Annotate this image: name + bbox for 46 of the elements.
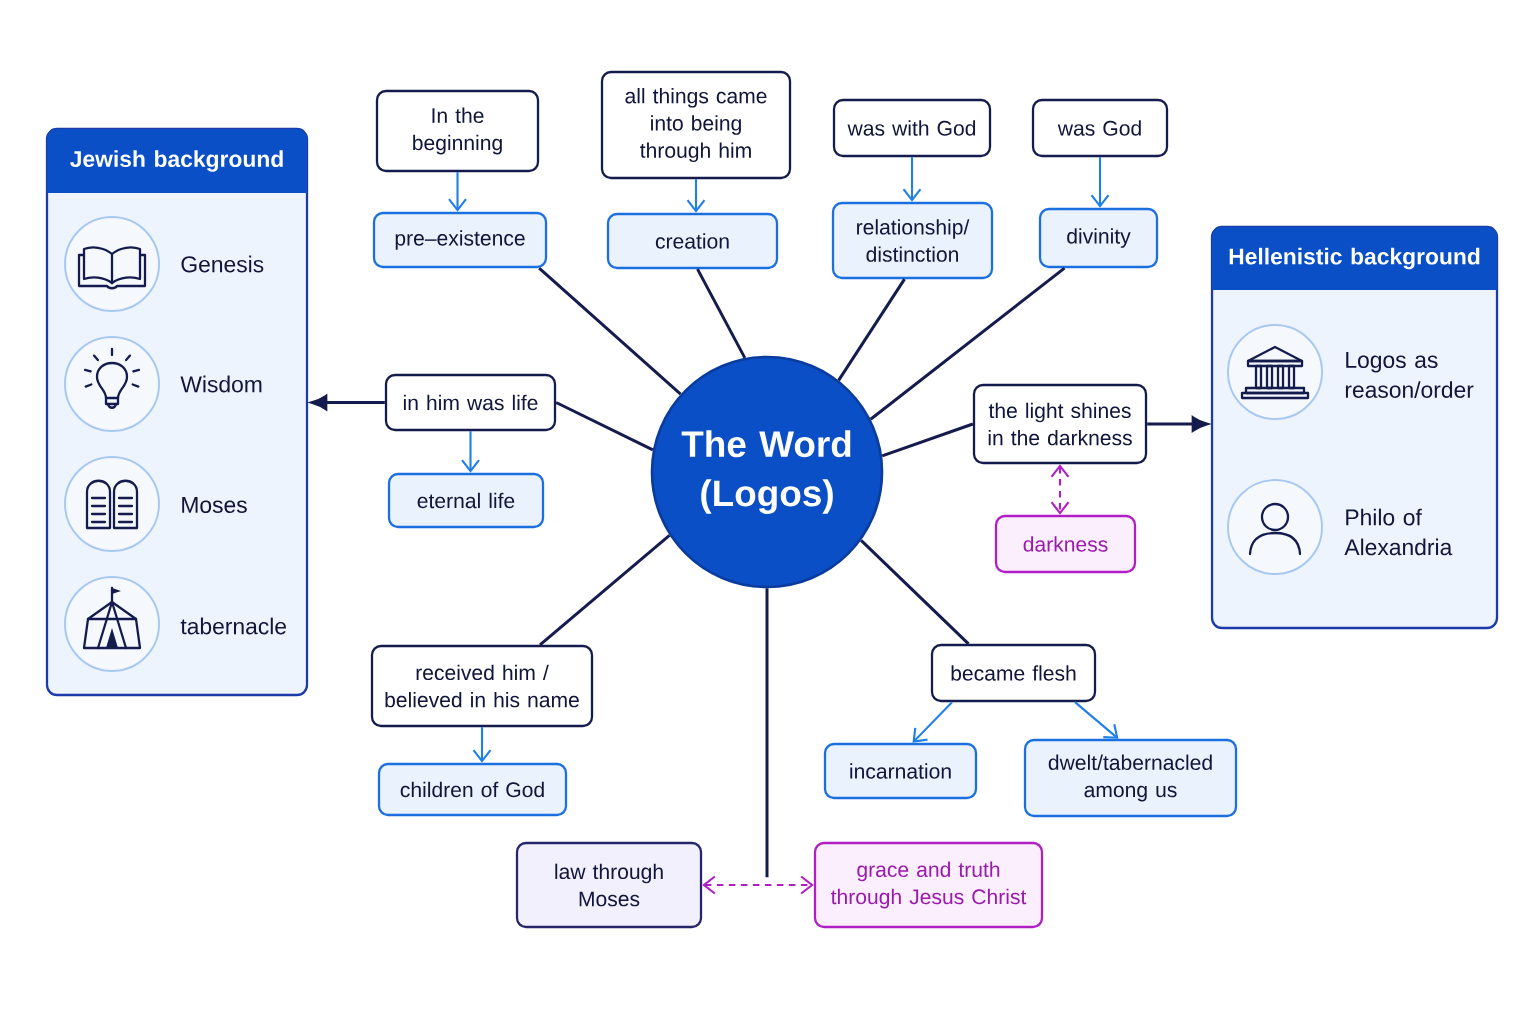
arrow bbox=[461, 431, 480, 473]
phrase-box: was with God bbox=[832, 98, 992, 158]
arrow bbox=[912, 701, 953, 743]
concept-box: dwelt/tabernacled among us bbox=[1023, 738, 1238, 818]
phrase-box: In the beginning bbox=[375, 89, 540, 173]
phrase-box: received him / believed in his name bbox=[370, 644, 594, 728]
connector-line bbox=[538, 267, 682, 396]
concept-box: children of God bbox=[377, 762, 568, 817]
topic-label: Moses bbox=[182, 497, 247, 513]
connector-line bbox=[765, 588, 769, 878]
arrow bbox=[686, 179, 706, 213]
concept-box: eternal life bbox=[387, 472, 545, 529]
connector-line bbox=[860, 539, 970, 645]
topic-label: Logos as reason/order bbox=[1345, 352, 1474, 398]
contrast-box: grace and truth through Jesus Christ bbox=[813, 841, 1044, 929]
panel-heading: Hellenistic background bbox=[1212, 227, 1497, 290]
arrow bbox=[472, 727, 492, 763]
arrow bbox=[1074, 701, 1119, 739]
connector-line bbox=[837, 278, 906, 382]
double-arrow bbox=[702, 875, 814, 895]
connector-line bbox=[555, 401, 654, 452]
concept-box: divinity bbox=[1038, 207, 1159, 269]
phrase-box: was God bbox=[1031, 98, 1169, 158]
connector-line bbox=[881, 422, 974, 458]
topic-label: Philo of Alexandria bbox=[1344, 508, 1453, 556]
topic-label: Wisdom bbox=[180, 375, 262, 393]
double-arrow bbox=[1050, 464, 1070, 515]
topic-label: Genesis bbox=[181, 255, 264, 273]
contrast-box: law through Moses bbox=[515, 841, 703, 929]
connector-line bbox=[696, 268, 747, 359]
concept-box: creation bbox=[606, 212, 779, 270]
arrow bbox=[1090, 157, 1110, 208]
contrast-box: darkness bbox=[994, 514, 1137, 574]
connector-line bbox=[869, 266, 1066, 421]
connector-line bbox=[539, 534, 671, 646]
arrow bbox=[448, 172, 467, 212]
phrase-box: all things came into being through him bbox=[600, 70, 792, 180]
phrase-box: in him was life bbox=[384, 373, 557, 432]
phrase-box: the light shines in the darkness bbox=[972, 383, 1148, 465]
phrase-box: became flesh bbox=[930, 643, 1097, 703]
arrow bbox=[902, 157, 922, 202]
concept-box: pre–existence bbox=[372, 211, 548, 269]
panel-heading: Jewish background bbox=[47, 129, 307, 193]
concept-box: relationship/ distinction bbox=[831, 201, 994, 280]
concept-box: incarnation bbox=[823, 742, 978, 800]
topic-label: tabernacle bbox=[180, 617, 286, 635]
